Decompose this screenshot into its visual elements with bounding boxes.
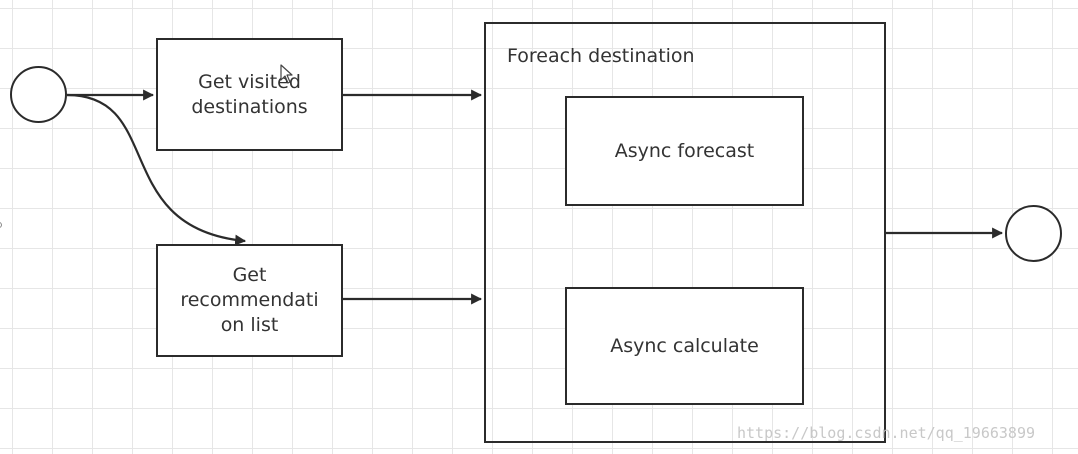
recommend-label-line-1: Get [232,264,267,286]
watermark: https://blog.csdn.net/qq_19663899 [737,424,1036,442]
recommend-label-line-2: recommendati [180,289,319,311]
get-visited-destinations-label: Get visited destinations [191,70,308,118]
async-calculate-node[interactable]: Async calculate [565,287,804,405]
async-forecast-label: Async forecast [614,139,755,162]
recommend-label-line-3: on list [220,314,279,336]
start-node[interactable] [10,66,67,123]
mouse-pointer-icon [280,64,293,84]
get-recommendation-list-label: Get recommendati on list [180,263,318,338]
async-calculate-label: Async calculate [610,334,759,357]
get-recommendation-list-node[interactable]: Get recommendati on list [156,244,343,357]
edge-start-to-recommend [66,93,247,246]
foreach-destination-container[interactable]: Foreach destination [484,22,886,443]
foreach-destination-label: Foreach destination [507,45,695,67]
end-node[interactable] [1005,205,1062,262]
get-visited-destinations-node[interactable]: Get visited destinations [156,38,343,151]
async-forecast-node[interactable]: Async forecast [565,96,804,206]
